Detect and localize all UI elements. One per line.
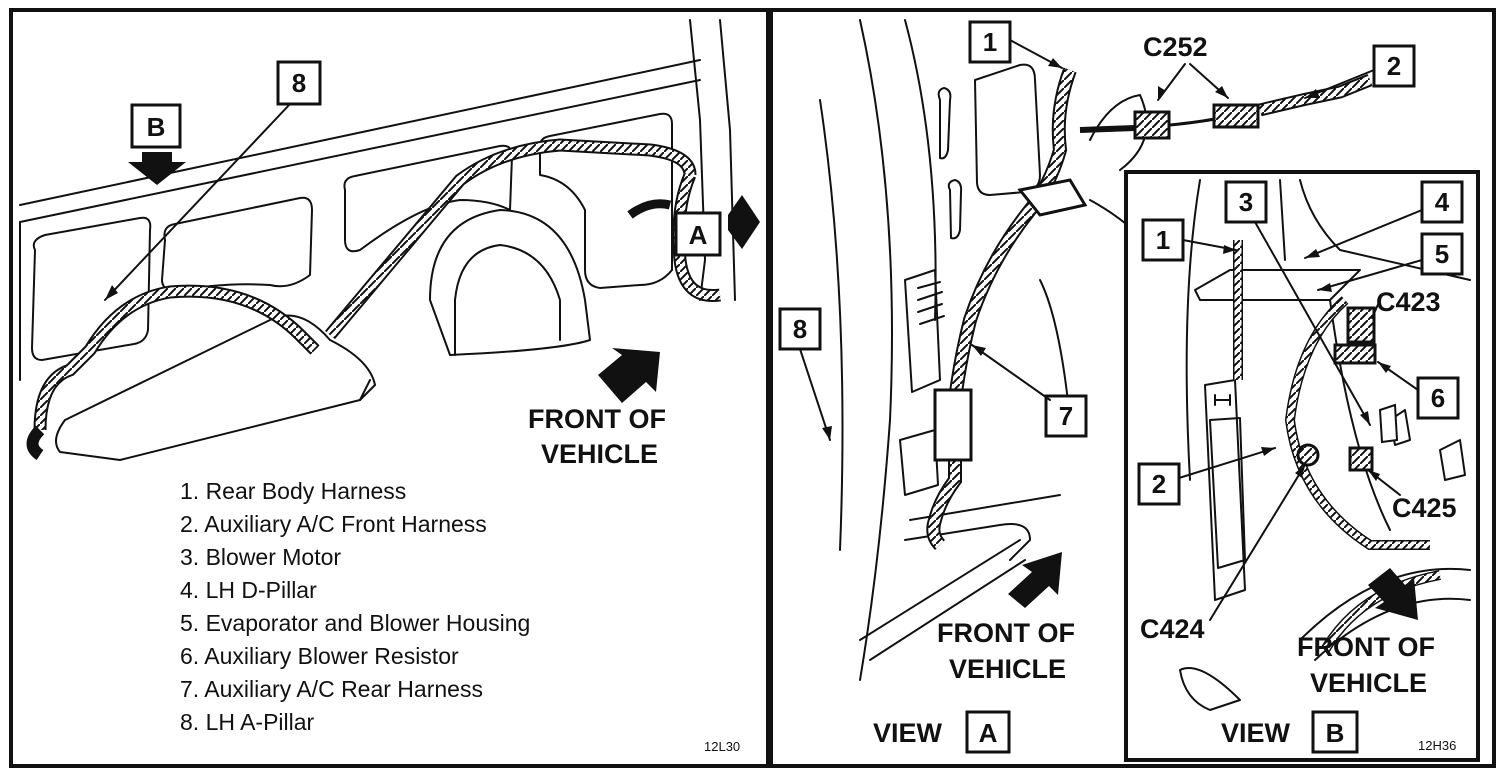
view-b-title-word: VIEW bbox=[1221, 718, 1291, 748]
callout-7-view-a-label: 7 bbox=[1059, 401, 1073, 431]
legend-item: 3. Blower Motor bbox=[180, 544, 341, 570]
view-a-marker-label: A bbox=[689, 220, 708, 250]
c425-label: C425 bbox=[1392, 493, 1457, 523]
figure-code-overview: 12L30 bbox=[704, 739, 740, 754]
overview-panel: 8 B A FRONT OF VEHICLE 1. Rear Body Harn… bbox=[9, 8, 770, 768]
callout-3-view-b-label: 3 bbox=[1239, 187, 1253, 217]
c424-arrowhead bbox=[1295, 465, 1305, 478]
callout-4-view-b-label: 4 bbox=[1435, 187, 1450, 217]
front-arrow-view-b bbox=[1368, 568, 1418, 620]
legend-item: 1. Rear Body Harness bbox=[180, 478, 406, 504]
callout-1-view-b-label: 1 bbox=[1156, 225, 1170, 255]
legend-item: 2. Auxiliary A/C Front Harness bbox=[180, 511, 487, 537]
front-label-view-a-line2: VEHICLE bbox=[949, 654, 1066, 684]
callout-2-view-a: 2 bbox=[1304, 44, 1416, 99]
c252-label: C252 bbox=[1143, 32, 1208, 62]
callout-8-view-a-label: 8 bbox=[793, 314, 807, 344]
callout-2-view-b-label: 2 bbox=[1152, 469, 1166, 499]
callout-8-view-a: 8 bbox=[778, 307, 832, 441]
connector-c252: C252 bbox=[1133, 32, 1260, 140]
callout-5-view-b: 5 bbox=[1317, 232, 1464, 292]
view-b-marker: B bbox=[128, 103, 186, 185]
legend-item: 5. Evaporator and Blower Housing bbox=[180, 610, 530, 636]
callout-1-view-a: 1 bbox=[968, 20, 1063, 69]
legend-item: 6. Auxiliary Blower Resistor bbox=[180, 643, 459, 669]
c423-leader bbox=[1371, 299, 1381, 319]
front-arrow-view-a bbox=[1008, 552, 1062, 608]
overview-body-side bbox=[19, 19, 736, 461]
front-label-view-a-line1: FRONT OF bbox=[937, 618, 1075, 648]
aux-ac-rear-harness bbox=[926, 67, 1088, 550]
callout-8-overview: 8 bbox=[104, 60, 322, 301]
component-legend: 1. Rear Body Harness 2. Auxiliary A/C Fr… bbox=[180, 478, 530, 735]
callout-3-view-b: 3 bbox=[1224, 180, 1371, 426]
view-a-panel: C252 1 2 8 7 bbox=[769, 8, 1496, 768]
callout-7-view-a: 7 bbox=[971, 344, 1088, 438]
rear-body-harness-overview bbox=[26, 138, 721, 460]
callout-4-view-b: 4 bbox=[1304, 180, 1464, 259]
front-label-view-b-line1: FRONT OF bbox=[1297, 632, 1435, 662]
front-label-overview-line2: VEHICLE bbox=[541, 439, 658, 469]
view-a-title-box bbox=[965, 710, 1011, 754]
view-a-title-letter: A bbox=[979, 718, 998, 748]
view-b-panel: 1 3 4 5 6 2 bbox=[1124, 170, 1480, 762]
legend-item: 8. LH A-Pillar bbox=[180, 709, 315, 735]
view-a-panel-border bbox=[769, 8, 1496, 768]
view-a-title-word: VIEW bbox=[873, 718, 943, 748]
overview-panel-border bbox=[9, 8, 770, 768]
c423-label: C423 bbox=[1376, 287, 1441, 317]
view-a-marker: A bbox=[674, 195, 760, 257]
c424-label: C424 bbox=[1140, 614, 1205, 644]
front-label-overview-line1: FRONT OF bbox=[528, 404, 666, 434]
callout-2-view-b: 2 bbox=[1137, 447, 1276, 506]
legend-item: 7. Auxiliary A/C Rear Harness bbox=[180, 676, 483, 702]
callout-2-view-a-label: 2 bbox=[1387, 51, 1401, 81]
figure-code-view-b: 12H36 bbox=[1418, 738, 1456, 753]
view-b-title-box bbox=[1311, 710, 1359, 754]
front-arrow-overview bbox=[598, 348, 660, 403]
callout-6-view-b-label: 6 bbox=[1431, 383, 1445, 413]
callout-6-view-b: 6 bbox=[1377, 361, 1460, 420]
legend-item: 4. LH D-Pillar bbox=[180, 577, 317, 603]
callout-1-view-b: 1 bbox=[1141, 218, 1237, 262]
aux-ac-front-harness-view-a bbox=[1079, 73, 1373, 133]
view-b-title-letter: B bbox=[1326, 718, 1345, 748]
front-label-view-b-line2: VEHICLE bbox=[1310, 668, 1427, 698]
c424-leader bbox=[1209, 464, 1306, 621]
callout-1-view-a-label: 1 bbox=[983, 27, 997, 57]
view-b-marker-label: B bbox=[147, 112, 166, 142]
c425-arrowhead bbox=[1368, 470, 1380, 481]
callout-8-label: 8 bbox=[292, 68, 306, 98]
harness-view-b bbox=[1233, 240, 1441, 653]
callout-5-view-b-label: 5 bbox=[1435, 239, 1449, 269]
